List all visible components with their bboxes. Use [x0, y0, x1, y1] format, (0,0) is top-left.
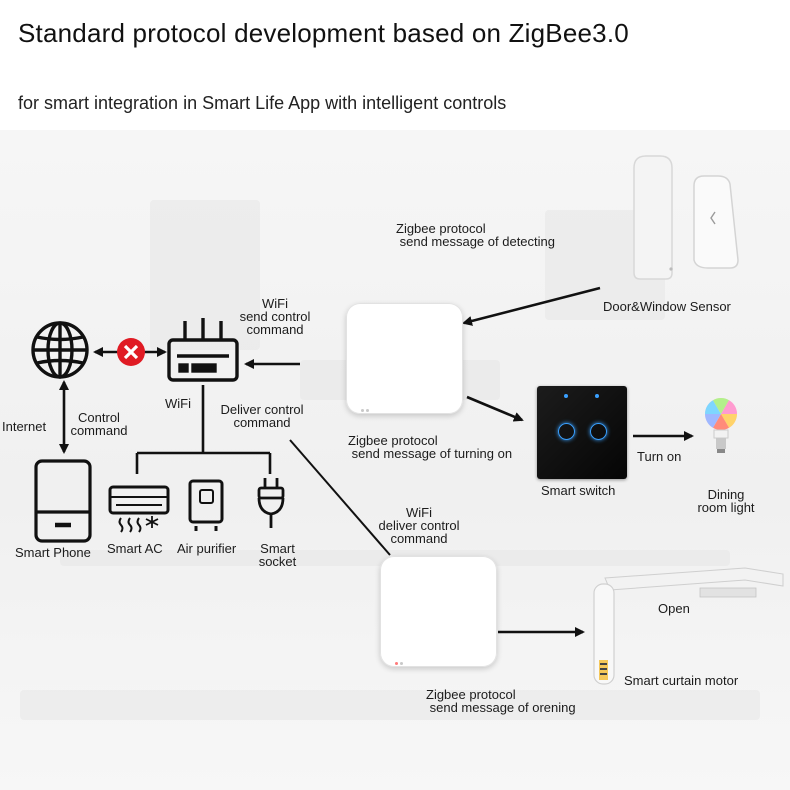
- router-icon: [167, 318, 239, 382]
- label-smart-socket: Smart socket: [258, 541, 297, 569]
- curtain-motor: [593, 567, 784, 685]
- label-smart-ac: Smart AC: [107, 541, 163, 556]
- zigbee-hub-top: [346, 303, 463, 414]
- label-control-command: Control command: [70, 410, 128, 438]
- label-deliver-control: Deliver control command: [220, 402, 304, 430]
- page-subtitle: for smart integration in Smart Life App …: [18, 93, 507, 113]
- label-wifi-deliver-control: WiFi deliver control command: [378, 505, 460, 546]
- label-open: Open: [658, 601, 690, 616]
- air-purifier-icon: [188, 479, 224, 531]
- label-smart-phone: Smart Phone: [15, 545, 91, 560]
- zigbee-hub-bottom: [380, 556, 497, 667]
- label-internet: Internet: [2, 419, 47, 434]
- label-zigbee-turning-on: Zigbee protocol send message of turning …: [348, 433, 513, 461]
- smartphone-icon: [34, 459, 92, 543]
- smart-switch: [537, 386, 627, 479]
- air-conditioner-icon: [108, 485, 170, 533]
- page-title: Standard protocol development based on Z…: [18, 18, 629, 48]
- blocked-x-icon: [117, 338, 145, 366]
- label-zigbee-opening: Zigbee protocol send message of orening: [426, 687, 576, 715]
- label-wifi-send-control: WiFi send control command: [239, 296, 311, 337]
- label-dining-room-light: Dining room light: [697, 487, 755, 515]
- door-window-sensor: [633, 155, 739, 280]
- label-wifi: WiFi: [165, 396, 191, 411]
- label-air-purifier: Air purifier: [177, 541, 237, 556]
- globe-icon: [31, 321, 89, 379]
- label-door-window-sensor: Door&Window Sensor: [603, 299, 731, 314]
- bulb-icon: [705, 398, 737, 453]
- label-zigbee-detecting: Zigbee protocol send message of detectin…: [396, 221, 555, 249]
- label-turn-on: Turn on: [637, 449, 682, 464]
- label-smart-switch: Smart switch: [541, 483, 616, 498]
- label-smart-curtain-motor: Smart curtain motor: [624, 673, 739, 688]
- plug-icon: [257, 478, 285, 528]
